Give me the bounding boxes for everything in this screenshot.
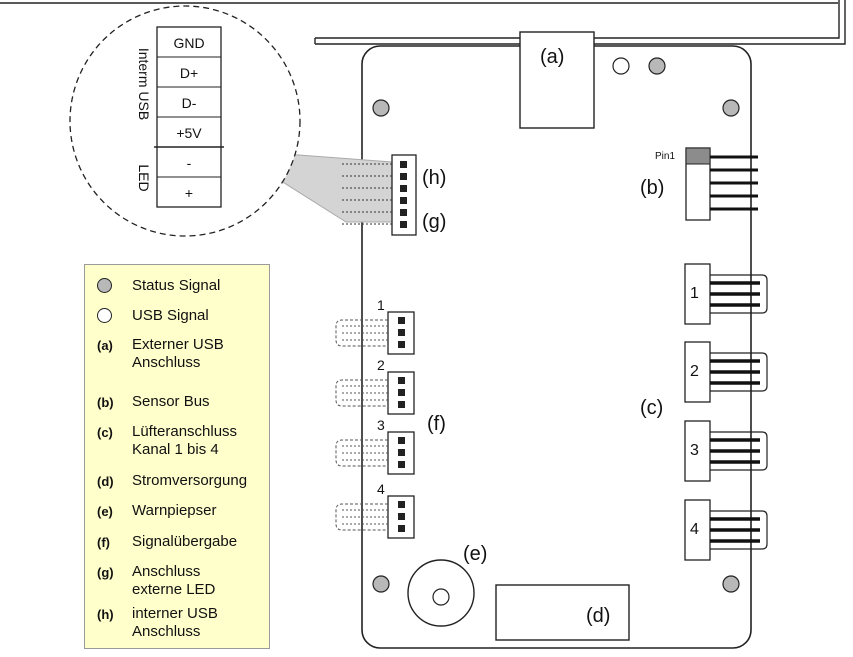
legend-text: Externer USB — [132, 336, 224, 353]
legend-text: Lüfteranschluss — [132, 423, 238, 440]
label-a: (a) — [540, 46, 564, 68]
label-c: (c) — [640, 397, 663, 419]
status-signal-icon — [97, 278, 112, 293]
power-connector — [495, 584, 630, 641]
header-callout — [69, 5, 301, 237]
legend-key: (f) — [97, 535, 110, 550]
fan-connector — [684, 341, 768, 403]
signal-connector — [335, 311, 415, 355]
signal-connector — [335, 495, 415, 539]
mounting-hole — [372, 99, 390, 117]
usb-signal-icon — [97, 308, 112, 323]
fan-connector — [684, 420, 768, 482]
pin-led-plus: + — [185, 185, 193, 201]
signal-connectors — [335, 311, 415, 539]
status-signal-led — [648, 57, 666, 75]
fan-number-3: 3 — [690, 442, 699, 459]
usb-led-header — [342, 154, 417, 236]
signal-connector — [335, 431, 415, 475]
signal-number-3: 3 — [377, 417, 385, 433]
legend-text: interner USB — [132, 605, 218, 622]
mounting-holes — [372, 99, 740, 593]
legend-key: (b) — [97, 395, 114, 410]
legend-text: Stromversorgung — [132, 472, 248, 489]
legend: Status Signal USB Signal (a) Externer US… — [84, 264, 270, 649]
pin-dminus: D- — [182, 95, 197, 111]
legend-key: (a) — [97, 338, 113, 353]
legend-key: (c) — [97, 425, 113, 440]
label-h: (h) — [422, 167, 446, 189]
fan-number-1: 1 — [690, 285, 699, 302]
mounting-hole — [372, 575, 390, 593]
fan-connector — [684, 263, 768, 325]
fan-number-2: 2 — [690, 363, 699, 380]
legend-text: Sensor Bus — [132, 393, 210, 410]
pin-5v: +5V — [176, 125, 202, 141]
legend-text: Anschluss — [132, 563, 201, 580]
callout-group-led: LED — [136, 164, 152, 191]
label-f: (f) — [427, 413, 446, 435]
legend-usb-signal: USB Signal — [132, 307, 209, 324]
fan-connector — [684, 499, 768, 561]
pin-dplus: D+ — [180, 65, 198, 81]
sensor-bus-connector — [685, 147, 758, 221]
signal-connector — [335, 371, 415, 415]
legend-status-signal: Status Signal — [132, 277, 221, 294]
label-g: (g) — [422, 211, 446, 233]
fan-connectors — [684, 263, 768, 561]
signal-number-4: 4 — [377, 481, 385, 497]
external-usb-connector — [519, 31, 595, 129]
fan-number-4: 4 — [690, 521, 699, 538]
usb-signal-led — [612, 57, 630, 75]
pin-gnd: GND — [173, 35, 204, 51]
pin-led-minus: - — [187, 155, 192, 171]
top-frame — [0, 0, 846, 45]
label-d: (d) — [586, 605, 610, 627]
legend-key: (e) — [97, 504, 113, 519]
signal-number-2: 2 — [377, 357, 385, 373]
legend-key: (g) — [97, 565, 114, 580]
callout-group-usb: Interm USB — [136, 48, 152, 120]
legend-text: Signalübergabe — [132, 533, 238, 550]
legend-text: Kanal 1 bis 4 — [132, 441, 219, 458]
legend-key: (d) — [97, 474, 114, 489]
pin1-label: Pin1 — [655, 151, 675, 162]
legend-text: Warnpiepser — [132, 502, 217, 519]
buzzer — [407, 559, 475, 627]
label-e: (e) — [463, 543, 487, 565]
legend-text: Anschluss — [132, 354, 201, 371]
legend-key: (h) — [97, 607, 114, 622]
pin1-marker — [685, 147, 711, 165]
signal-number-1: 1 — [377, 297, 385, 313]
label-b: (b) — [640, 177, 664, 199]
mounting-hole — [722, 99, 740, 117]
legend-text: externe LED — [132, 581, 216, 598]
mounting-hole — [722, 575, 740, 593]
legend-text: Anschluss — [132, 623, 201, 640]
